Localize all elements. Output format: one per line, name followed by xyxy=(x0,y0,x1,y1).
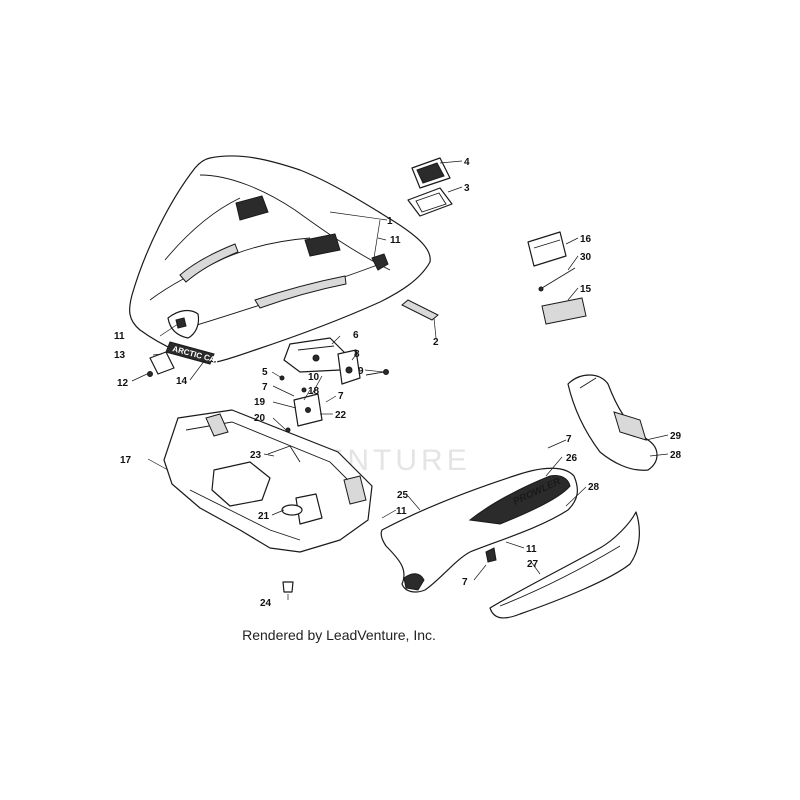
callout-7-d: 7 xyxy=(462,577,468,588)
mount-plate-part[interactable] xyxy=(147,351,175,377)
callout-25: 25 xyxy=(397,490,409,501)
callout-11-c: 11 xyxy=(396,506,407,517)
hinge-bracket-part[interactable] xyxy=(279,375,323,433)
mud-flap-part[interactable] xyxy=(567,374,658,471)
footer-credit: Rendered by LeadVenture, Inc. xyxy=(0,627,800,643)
callout-20: 20 xyxy=(254,413,266,424)
callout-24: 24 xyxy=(260,598,272,609)
callout-13: 13 xyxy=(114,350,126,361)
callout-10: 10 xyxy=(308,372,320,383)
callout-28-a: 28 xyxy=(588,482,600,493)
callout-12: 12 xyxy=(117,378,129,389)
footer-text: Rendered by LeadVenture, Inc. xyxy=(242,627,436,643)
callout-1: 1 xyxy=(387,216,393,227)
callout-14: 14 xyxy=(176,376,188,387)
callout-28-b: 28 xyxy=(670,450,682,461)
hood-part[interactable] xyxy=(129,155,431,363)
vent-gasket-part[interactable] xyxy=(407,187,453,217)
leader-lines xyxy=(131,160,669,600)
callout-21: 21 xyxy=(258,511,270,522)
callout-16: 16 xyxy=(580,234,592,245)
cable-tie-part[interactable] xyxy=(538,267,576,292)
switch-housing-part[interactable] xyxy=(527,231,567,267)
decal-plate-part[interactable] xyxy=(541,297,587,325)
callout-7-c: 7 xyxy=(566,434,572,445)
callout-9: 9 xyxy=(358,366,364,377)
callout-19: 19 xyxy=(254,397,266,408)
lower-fender-part[interactable] xyxy=(485,511,640,619)
drain-plug-part[interactable] xyxy=(282,581,294,593)
callout-29: 29 xyxy=(670,431,682,442)
callout-18: 18 xyxy=(308,386,320,397)
callout-23: 23 xyxy=(250,450,262,461)
callout-11-d: 11 xyxy=(526,544,537,555)
callout-6: 6 xyxy=(353,330,359,341)
latch-bracket-part[interactable] xyxy=(283,337,361,385)
callout-7-b: 7 xyxy=(338,391,344,402)
callout-11-a: 11 xyxy=(390,235,401,246)
callout-30: 30 xyxy=(580,252,592,263)
callout-4: 4 xyxy=(464,157,470,168)
side-panel-part[interactable]: PROWLER xyxy=(380,467,578,593)
vent-cover-part[interactable] xyxy=(411,157,451,189)
callout-15: 15 xyxy=(580,284,592,295)
callout-2: 2 xyxy=(433,337,439,348)
trim-strip-part[interactable] xyxy=(401,299,439,321)
callout-5: 5 xyxy=(262,367,268,378)
storage-bin-part[interactable] xyxy=(163,409,373,553)
callout-11-b: 11 xyxy=(114,331,125,342)
callout-7-a: 7 xyxy=(262,382,268,393)
callout-27: 27 xyxy=(527,559,539,570)
callout-17: 17 xyxy=(120,455,132,466)
callout-26: 26 xyxy=(566,453,578,464)
callout-3: 3 xyxy=(464,183,470,194)
callout-8: 8 xyxy=(354,349,360,360)
callout-22: 22 xyxy=(335,410,347,421)
callout-labels: 1 2 3 4 5 6 7 7 7 7 8 9 10 11 11 11 11 1… xyxy=(114,157,682,609)
